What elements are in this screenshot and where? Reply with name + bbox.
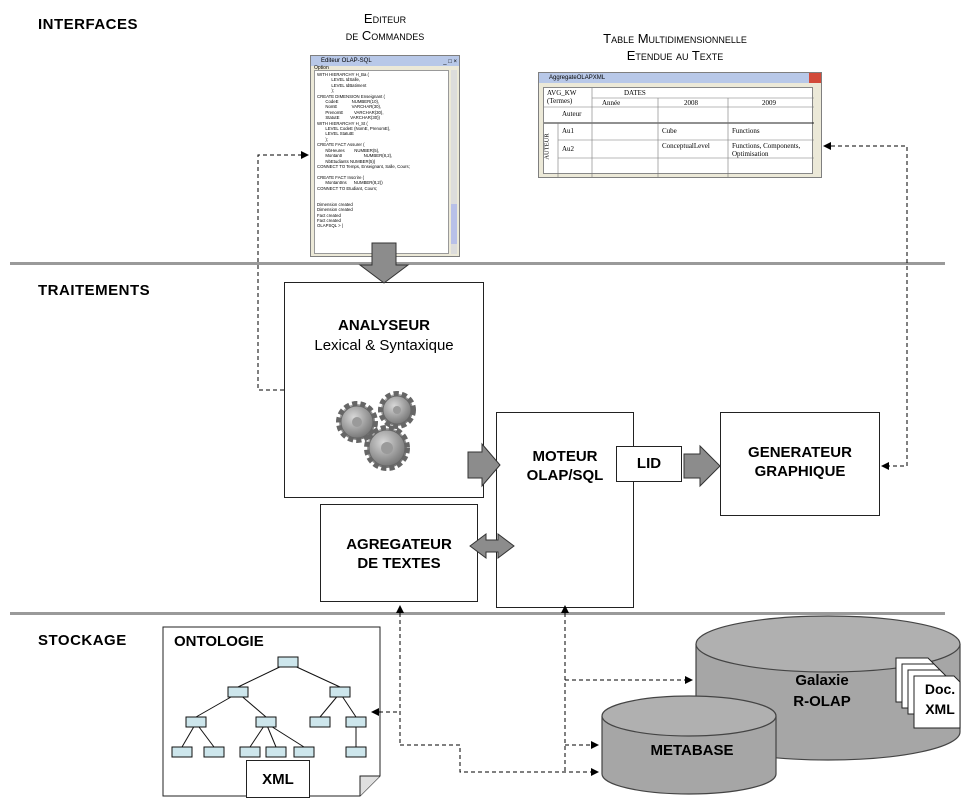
galaxie-label-line1: Galaxie [795, 672, 849, 689]
editor-scrollbar[interactable] [451, 70, 457, 254]
table-header-dates: DATES [624, 89, 646, 97]
editor-code[interactable]: WITH HIERARCHY H_Ba ( LEVEL IdSalle, LEV… [314, 70, 449, 254]
galaxie-label-line2: R-OLAP [793, 693, 851, 710]
metabase-cylinder [601, 695, 777, 795]
ontologie-xml-label: XML [262, 771, 294, 788]
lid-label: LID [636, 455, 662, 472]
table-cell-au2-2008: ConceptualLevel [662, 142, 710, 150]
editor-caption: Editeur de Commandes [280, 10, 490, 44]
ontologie-tree [171, 656, 367, 758]
agregateur-label: AGREGATEUR DE TEXTES [321, 535, 477, 573]
lid-box: LID [616, 446, 682, 482]
table-row-au1: Au1 [562, 127, 575, 135]
window-controls-icon[interactable]: _ □ × [443, 59, 457, 65]
table-window-title-text: AggregateOLAPXML [549, 75, 606, 81]
agregateur-box: AGREGATEUR DE TEXTES [320, 504, 478, 602]
separator-traitements [10, 612, 945, 615]
agregateur-label-line1: AGREGATEUR [346, 536, 452, 553]
ontologie-title: ONTOLOGIE [174, 633, 264, 650]
analyseur-title: ANALYSEUR [338, 317, 430, 334]
multidim-table: AVG_KW (Termes) DATES Année 2008 2009 AU… [543, 87, 814, 177]
editor-menu[interactable]: Option [314, 65, 329, 71]
close-icon[interactable] [809, 73, 821, 83]
table-window-title: AggregateOLAPXML [539, 73, 821, 83]
table-cell-au1-2009: Functions [732, 127, 760, 135]
editor-window-title-text: Editeur OLAP-SQL [321, 58, 372, 64]
table-col-2008: 2008 [684, 99, 698, 107]
table-col-annee: Année [602, 99, 621, 107]
moteur-box: MOTEUR OLAP/SQL [496, 412, 634, 608]
editor-caption-line1: Editeur [363, 11, 407, 26]
table-cell-au1-2008: Cube [662, 127, 677, 135]
table-row-auteur: Auteur [562, 110, 582, 118]
analyseur-subtitle: Lexical & Syntaxique [314, 337, 454, 354]
agregateur-label-line2: DE TEXTES [357, 555, 441, 572]
moteur-label-line1: MOTEUR [532, 448, 598, 465]
section-interfaces: INTERFACES [38, 16, 139, 33]
table-cell-au2-2009: Functions, Components, Optimisation [732, 142, 801, 158]
moteur-label-line2: OLAP/SQL [526, 467, 604, 484]
section-stockage: STOCKAGE [38, 632, 127, 649]
table-caption-line1: Table Multidimensionnelle [603, 31, 747, 46]
ontologie-xml-tag: XML [246, 760, 310, 798]
galaxie-label: Galaxie R-OLAP [772, 670, 872, 712]
moteur-label: MOTEUR OLAP/SQL [497, 447, 633, 485]
editor-window: Editeur OLAP-SQL _ □ × Option WITH HIERA… [310, 55, 460, 257]
table-header-measure: AVG_KW [547, 89, 577, 97]
xml-documents-label: Doc. XML [916, 679, 964, 719]
connector-ontologie-metabase [400, 744, 599, 776]
arrow-agregateur-moteur [469, 533, 515, 559]
table-col-2009: 2009 [762, 99, 776, 107]
arrow-analyseur-to-moteur [467, 442, 501, 488]
editor-caption-line2: de Commandes [345, 28, 425, 43]
xml-documents-label-line1: Doc. [924, 681, 956, 697]
separator-interfaces [10, 262, 945, 265]
gears-icon [336, 391, 416, 471]
table-caption-line2: Etendue au Texte [626, 48, 724, 63]
metabase-label: METABASE [650, 742, 734, 759]
xml-documents-stack [895, 657, 961, 729]
editor-scroll-thumb[interactable] [451, 204, 457, 244]
arrow-editor-to-analyseur [358, 242, 410, 284]
xml-documents-label-line2: XML [925, 701, 955, 717]
arrow-lid-to-generateur [683, 444, 721, 488]
editor-window-title: Editeur OLAP-SQL _ □ × [311, 56, 459, 66]
table-window: AggregateOLAPXML AVG_KW (Termes) DATES A… [538, 72, 822, 178]
table-header-measure-unit: (Termes) [547, 97, 573, 105]
table-grid [544, 88, 814, 177]
generateur-label-line2: GRAPHIQUE [754, 463, 846, 480]
table-row-au2: Au2 [562, 145, 575, 153]
section-traitements: TRAITEMENTS [38, 282, 151, 299]
connector-table-generateur [823, 142, 908, 470]
connector-analyseur-editor [257, 151, 309, 391]
table-caption: Table Multidimensionnelle Etendue au Tex… [530, 30, 820, 64]
